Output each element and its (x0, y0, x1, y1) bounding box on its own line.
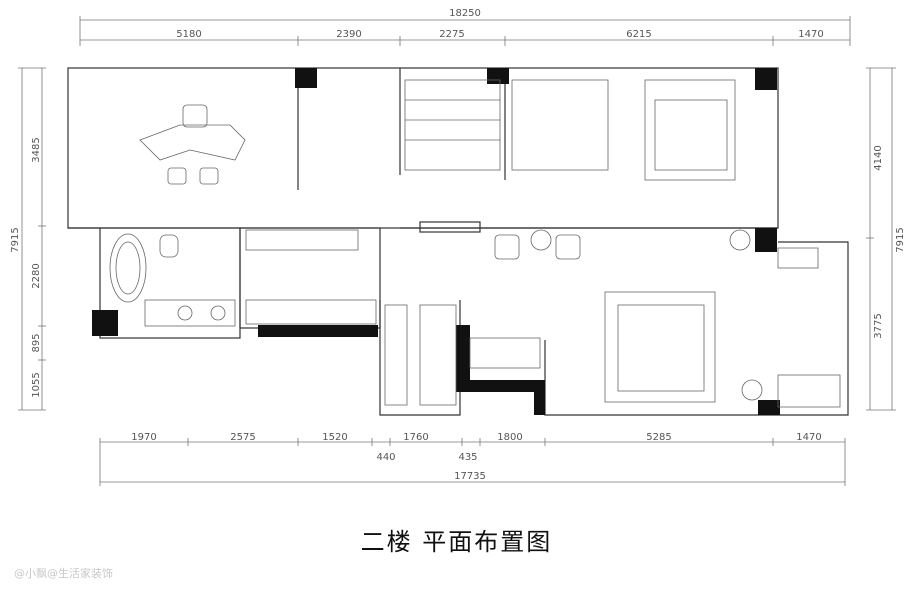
dim-bottom-seg: 1520 (322, 432, 347, 443)
dim-bottom-seg: 1470 (796, 432, 821, 443)
dim-left-seg: 1055 (31, 372, 42, 397)
watermark: @小飘@生活家装饰 (14, 567, 113, 580)
dim-top-total: 18250 (449, 8, 481, 19)
dim-bottom-seg: 2575 (230, 432, 255, 443)
dim-right-seg: 4140 (873, 145, 884, 170)
dim-left-seg: 3485 (31, 137, 42, 162)
dim-bottom-total: 17735 (454, 471, 486, 482)
dim-bottom-seg: 1760 (403, 432, 428, 443)
dim-bottom-small: 440 (376, 452, 395, 463)
dim-left-total: 7915 (10, 227, 21, 252)
dim-left-seg: 2280 (31, 263, 42, 288)
dim-top-seg: 6215 (626, 29, 651, 40)
dim-top-seg: 2275 (439, 29, 464, 40)
dim-top-seg: 5180 (176, 29, 201, 40)
dim-right-seg: 3775 (873, 313, 884, 338)
page-title: 二楼 平面布置图 (360, 528, 553, 556)
dim-right-total: 7915 (895, 227, 906, 252)
dim-bottom-small: 435 (458, 452, 477, 463)
dim-left-seg: 895 (31, 333, 42, 352)
dim-bottom-seg: 5285 (646, 432, 671, 443)
dim-top-seg: 2390 (336, 29, 361, 40)
dim-top-seg: 1470 (798, 29, 823, 40)
dim-bottom-seg: 1970 (131, 432, 156, 443)
dim-bottom-seg: 1800 (497, 432, 522, 443)
